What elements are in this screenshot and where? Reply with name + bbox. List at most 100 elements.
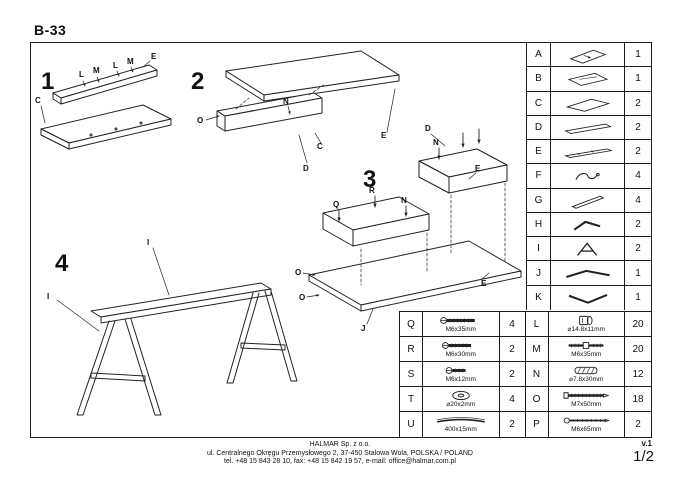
hardware-qty: 2: [635, 419, 641, 430]
part-label: N: [433, 138, 439, 147]
part-label: R: [369, 186, 375, 195]
step1-drawing: 1 E C L M L: [35, 52, 172, 150]
parts-row: K 1: [527, 285, 651, 310]
hardware-qty: 2: [500, 412, 526, 437]
part-qty: 1: [625, 43, 651, 68]
part-letter: B: [527, 67, 551, 92]
hardware-letter: R: [400, 337, 423, 362]
hardware-qty: 20: [625, 312, 651, 337]
hardware-letter: U: [400, 412, 423, 437]
part-label: N: [283, 97, 289, 106]
angle-icon: [551, 212, 625, 238]
page-number: 1/2: [633, 448, 654, 465]
dowel-screw-icon: M6x35mm: [548, 337, 625, 362]
step-number: 3: [363, 166, 376, 193]
part-qty: 1: [635, 292, 641, 304]
panel-icon: [551, 67, 625, 92]
part-label: E: [475, 164, 481, 173]
hardware-size: M6x12mm: [445, 375, 476, 383]
bolt-icon: M6x12mm: [423, 362, 500, 387]
part-qty: 4: [625, 189, 651, 213]
long-bar-icon: [551, 261, 625, 286]
part-qty: 2: [625, 213, 651, 238]
part-label: I: [147, 238, 149, 247]
rod-icon: [551, 188, 625, 213]
chevron-bar-icon: [551, 285, 625, 310]
part-label: O: [197, 116, 203, 125]
part-letter: C: [527, 91, 551, 116]
part-letter: I: [527, 237, 551, 262]
bolt-icon: M6x35mm: [423, 312, 500, 337]
hardware-letter: S: [400, 362, 423, 387]
hardware-row: U 400x15mm 2 P: [400, 412, 651, 437]
hardware-row: S M6x12mm 2 N: [400, 362, 651, 387]
part-label: I: [47, 292, 49, 301]
hardware-letter: Q: [400, 312, 423, 337]
version-label: v.1: [641, 439, 652, 448]
wood-dowel-icon: ⌀7.8x30mm: [548, 362, 625, 387]
step-number: 1: [41, 68, 54, 95]
footer-contact: tel. +48 15 843 28 10, fax: +48 15 842 1…: [224, 458, 456, 465]
footer-address: ul. Centralnego Okręgu Przemysłowego 2, …: [206, 449, 473, 457]
step3-drawing: 3: [295, 124, 522, 333]
hardware-qty: 4: [499, 312, 526, 337]
hardware-row: R M6x30mm 2 M: [400, 337, 651, 362]
step4-drawing: 4 I I: [47, 238, 298, 416]
hardware-row: T ⌀20x2mm 4 O: [400, 387, 651, 412]
parts-row: H 2: [527, 212, 651, 238]
hardware-qty: 18: [625, 387, 651, 412]
part-label: D: [425, 124, 431, 133]
part-label: N: [401, 196, 407, 205]
parts-row: E 2: [527, 140, 651, 165]
panel-icon: [551, 91, 625, 116]
hardware-size: M7x50mm: [571, 400, 602, 408]
hardware-size: M6x35mm: [445, 325, 476, 333]
hardware-size: ⌀14.8x11mm: [567, 325, 605, 333]
part-qty: 1: [625, 261, 651, 286]
cam-lock-icon: ⌀14.8x11mm: [548, 312, 625, 337]
parts-row: D 2: [527, 115, 651, 141]
hardware-size: M6x30mm: [445, 350, 476, 358]
page-title: B-33: [34, 22, 67, 38]
hardware-size: 400x15mm: [444, 426, 477, 434]
footer-company: HALMAR Sp. z o.o.: [309, 441, 371, 448]
part-label: J: [361, 324, 365, 333]
hardware-letter: N: [525, 362, 549, 387]
part-label: O: [295, 268, 301, 277]
hardware-qty: 20: [625, 337, 651, 362]
parts-row: I 2: [527, 237, 651, 262]
hardware-qty: 2: [499, 337, 526, 362]
part-letter: H: [527, 212, 551, 238]
parts-row: C 2: [527, 91, 651, 116]
part-qty: 2: [625, 92, 651, 116]
parts-row: J 1: [527, 261, 651, 286]
bar-icon: [551, 115, 625, 141]
part-label: D: [303, 164, 309, 173]
part-label: C: [35, 96, 41, 105]
hardware-letter: T: [400, 387, 423, 412]
screw-icon: M7x50mm: [548, 387, 625, 412]
part-label: L: [79, 70, 84, 79]
part-letter: F: [527, 164, 551, 189]
part-letter: J: [527, 261, 551, 286]
hardware-qty: 12: [625, 362, 651, 387]
hardware-letter: L: [525, 312, 549, 337]
bracket-icon: [551, 164, 625, 189]
sheet-frame: 1 E C L M L: [30, 42, 652, 438]
part-letter: G: [527, 188, 551, 213]
hardware-size: M6x65mm: [571, 426, 602, 434]
hardware-size: ⌀7.8x30mm: [569, 375, 604, 383]
footer: HALMAR Sp. z o.o. ul. Centralnego Okręgu…: [0, 441, 680, 467]
part-label: E: [481, 279, 487, 288]
panel-arrow-icon: [551, 43, 625, 68]
hardware-table: Q M6x35mm 4 L: [399, 311, 651, 437]
part-qty: 1: [625, 67, 651, 92]
parts-row: A 1: [527, 43, 651, 68]
hardware-row: Q M6x35mm 4 L: [400, 312, 651, 337]
part-qty: 2: [625, 237, 651, 262]
strip-icon: 400x15mm: [423, 412, 500, 437]
part-letter: A: [527, 43, 551, 68]
hardware-letter: M: [525, 337, 549, 362]
hardware-letter: P: [526, 412, 549, 437]
